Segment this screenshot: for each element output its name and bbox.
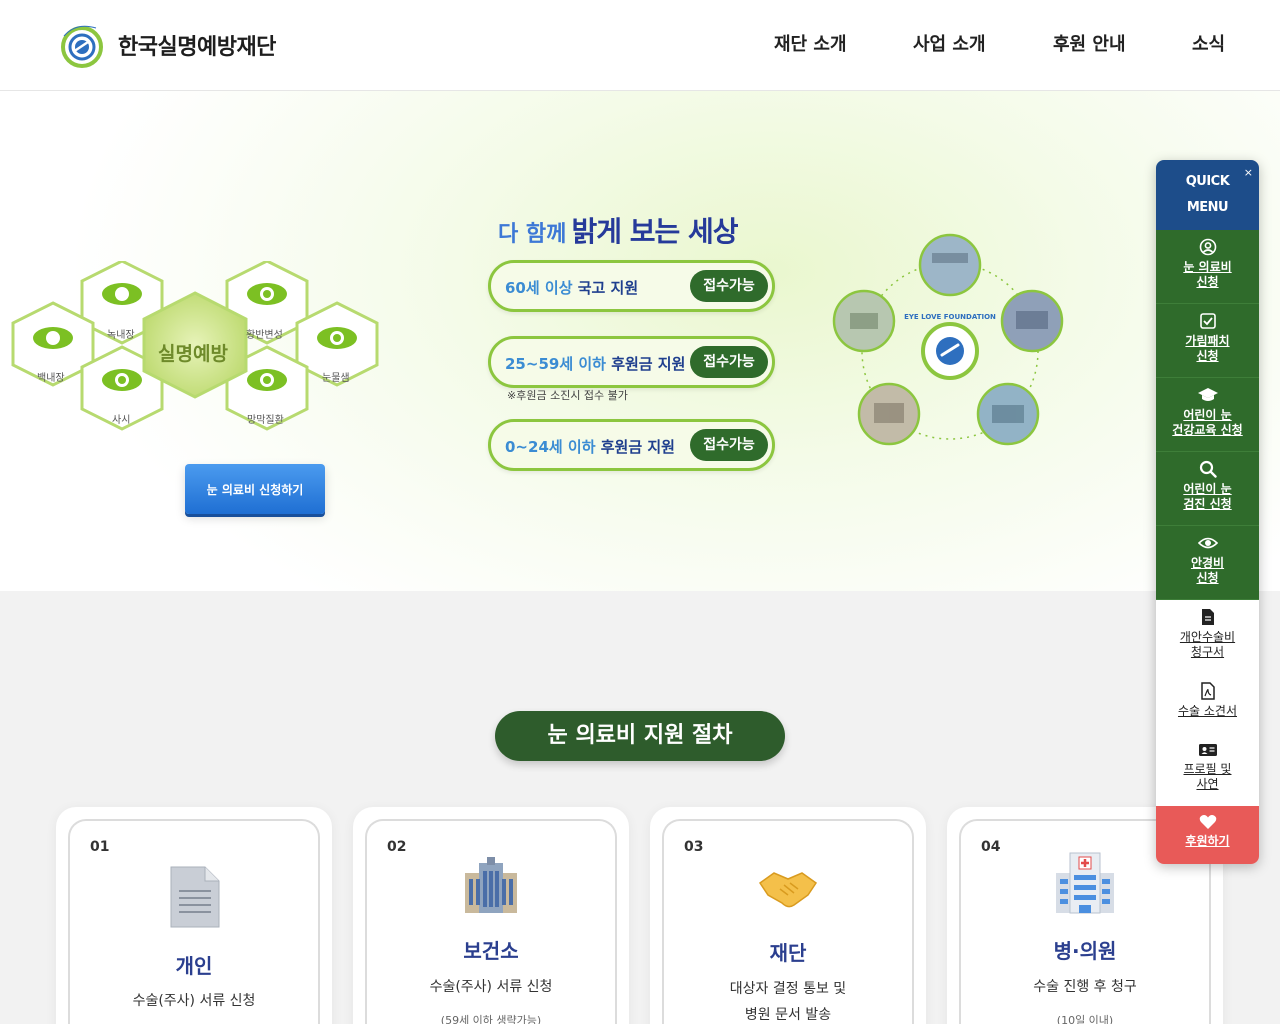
id-card-icon [1198, 744, 1217, 756]
quick-item-profile-story[interactable]: 프로필 및 사연 [1156, 734, 1259, 808]
quick-item-medical-cost[interactable]: 눈 의료비 신청 [1156, 230, 1259, 304]
apply-medical-cost-button[interactable]: 눈 의료비 신청하기 [185, 464, 325, 514]
step-title: 보건소 [463, 939, 519, 963]
step-note: (10일 이내) [1056, 1014, 1114, 1024]
disease-label-tear-gland: 눈물샘 [322, 373, 350, 384]
hero-banner: 녹내장 황반변성 백내장 눈물샘 사시 망막질환 실명예방 눈 의료비 신청하기… [0, 91, 1280, 591]
slogan-part1: 다 함께 [498, 222, 567, 247]
step-title: 재단 [769, 941, 807, 965]
site-logo[interactable]: 한국실명예방재단 [56, 20, 276, 70]
quick-item-label: 어린이 눈 건강교육 신청 [1172, 408, 1243, 437]
step-description: 수술 진행 후 청구 [1033, 979, 1137, 995]
quick-item-label: 어린이 눈 검진 신청 [1183, 482, 1232, 511]
support-item-60plus[interactable]: 60세 이상 국고 지원 접수가능 [488, 260, 775, 312]
step-description-line2: 병원 문서 발송 [744, 1007, 832, 1023]
quick-menu: QUICK MENU × 눈 의료비 신청 가림패치 신청 어린이 눈 건강교육… [1156, 160, 1259, 864]
eye-love-foundation-logo-icon [61, 25, 103, 68]
site-header: 한국실명예방재단 재단 소개 사업 소개 후원 안내 소식 [0, 0, 1280, 91]
step-note: (59세 이하 생략가능) [440, 1014, 542, 1024]
activity-photo-ring: EYE LOVE FOUNDATION [832, 233, 1064, 446]
support-item-0-24[interactable]: 0~24세 이하 후원금 지원 접수가능 [488, 419, 775, 471]
step-number: 02 [387, 839, 407, 855]
procedure-step-card: 01 개인 수술(주사) 서류 신청 [56, 807, 332, 1024]
procedure-section-title: 눈 의료비 지원 절차 [495, 711, 785, 761]
quick-menu-title-line2: MENU [1186, 200, 1229, 215]
quick-menu-close-icon[interactable]: × [1243, 166, 1253, 179]
document-icon [170, 866, 220, 928]
step-description: 대상자 결정 통보 및 [729, 981, 847, 997]
disease-label-strabismus: 사시 [112, 415, 131, 426]
nav-item-news[interactable]: 소식 [1192, 34, 1226, 55]
step-number: 01 [90, 839, 110, 855]
procedure-step-card: 03 재단 대상자 결정 통보 및 병원 문서 발송 [650, 807, 926, 1024]
hexagon-center-label: 실명예방 [158, 343, 228, 365]
support-item-text: 0~24세 이하 후원금 지원 [505, 438, 675, 456]
file-icon [1201, 609, 1214, 625]
user-circle-icon [1199, 238, 1216, 256]
search-icon [1199, 460, 1217, 478]
building-icon [465, 857, 517, 913]
disease-label-macular: 황반변성 [246, 330, 283, 341]
quick-item-label: 수술 소견서 [1177, 704, 1237, 718]
step-number: 04 [981, 839, 1001, 855]
quick-item-eye-patch[interactable]: 가림패치 신청 [1156, 304, 1259, 378]
quick-item-label: 눈 의료비 신청 [1183, 260, 1232, 289]
step-title: 개인 [175, 954, 213, 978]
procedure-step-card: 02 보건소 수술(주사) 서류 신청 (59세 이하 생략가능) [353, 807, 629, 1024]
quick-menu-header: QUICK MENU [1156, 160, 1259, 230]
nav-item-about[interactable]: 재단 소개 [774, 34, 847, 55]
support-item-text: 60세 이상 국고 지원 [505, 279, 639, 297]
activity-photo [918, 233, 982, 297]
quick-item-surgery-claim[interactable]: 개안수술비 청구서 [1156, 600, 1259, 674]
quick-item-child-education[interactable]: 어린이 눈 건강교육 신청 [1156, 378, 1259, 452]
support-note: ※후원금 소진시 접수 불가 [507, 389, 628, 402]
quick-item-label: 가림패치 신청 [1185, 334, 1230, 363]
graduation-cap-icon [1197, 388, 1218, 401]
disease-label-cataract: 백내장 [37, 373, 65, 384]
quick-item-label: 안경비 신청 [1190, 556, 1225, 585]
eye-icon [1197, 537, 1218, 549]
quick-item-label: 후원하기 [1185, 834, 1230, 848]
quick-item-label: 개안수술비 청구서 [1179, 630, 1236, 659]
nav-item-business[interactable]: 사업 소개 [913, 34, 986, 55]
step-description: 수술(주사) 서류 신청 [429, 979, 553, 995]
status-badge: 접수가능 [690, 429, 768, 461]
status-badge: 접수가능 [690, 346, 768, 378]
support-item-text: 25~59세 이하 후원금 지원 [505, 355, 686, 373]
step-title: 병·의원 [1053, 939, 1117, 963]
hero-slogan: 다 함께 밝게 보는 세상 [498, 210, 739, 250]
org-name: 한국실명예방재단 [118, 35, 276, 60]
step-number: 03 [684, 839, 704, 855]
disease-label-glaucoma: 녹내장 [107, 330, 135, 341]
quick-item-label: 프로필 및 사연 [1183, 762, 1232, 791]
heart-icon [1199, 815, 1216, 829]
status-badge: 접수가능 [690, 270, 768, 302]
photo-ring-logo-text: EYE LOVE FOUNDATION [904, 313, 996, 321]
hospital-icon [1056, 852, 1114, 914]
slogan-part2: 밝게 보는 세상 [571, 215, 738, 248]
quick-item-donate[interactable]: 후원하기 [1156, 806, 1259, 864]
support-item-25-59[interactable]: 25~59세 이하 후원금 지원 접수가능 [488, 336, 775, 388]
pdf-file-icon [1200, 682, 1215, 700]
checkbox-icon [1199, 313, 1216, 329]
handshake-icon [758, 872, 818, 908]
step-description: 수술(주사) 서류 신청 [132, 993, 256, 1009]
quick-item-glasses[interactable]: 안경비 신청 [1156, 526, 1259, 600]
nav-item-donation[interactable]: 후원 안내 [1053, 34, 1126, 55]
disease-label-retina: 망막질환 [247, 415, 284, 426]
quick-menu-title-line1: QUICK [1185, 174, 1230, 189]
main-nav: 재단 소개 사업 소개 후원 안내 소식 [0, 30, 1280, 58]
quick-item-child-exam[interactable]: 어린이 눈 검진 신청 [1156, 452, 1259, 526]
eye-disease-hexagon-graphic [11, 261, 379, 431]
